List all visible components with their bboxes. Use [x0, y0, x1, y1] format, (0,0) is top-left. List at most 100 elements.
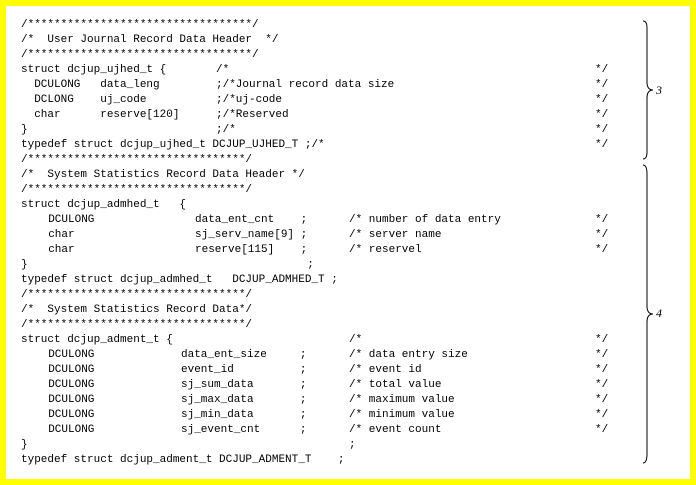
code-segment: char: [35, 229, 75, 241]
code-segment: struct dcjup_adment_t {: [21, 334, 173, 346]
code-segment: /* maximum value: [349, 394, 455, 406]
code-segment: DCULONG data_leng: [21, 79, 160, 91]
code-line: DCULONG data_ent_cnt ; /* number of data e…: [21, 213, 631, 228]
code-line: typedef struct dcjup_ujhed_t DCJUP_UJHED…: [21, 138, 631, 153]
code-segment: */: [595, 124, 609, 136]
code-line: /*********************************/: [21, 153, 631, 168]
code-segment: /* User Journal Record Data Header */: [21, 34, 279, 46]
code-line: typedef struct dcjup_adment_t DCJUP_ADME…: [21, 453, 631, 468]
brace-group-3: [642, 20, 656, 160]
code-segment: char: [35, 244, 75, 256]
code-segment: DCULONG: [35, 364, 95, 376]
code-segment: sj_min_data ;: [181, 409, 307, 421]
code-segment: char reserve[120]: [21, 109, 180, 121]
code-segment: }: [21, 124, 28, 136]
code-segment: */: [595, 334, 609, 346]
label-3: 3: [656, 83, 662, 97]
code-segment: /* System Statistics Record Data Header …: [21, 169, 305, 181]
code-segment: */: [595, 349, 609, 361]
code-segment: DCULONG: [35, 394, 95, 406]
code-segment: /* reservel: [349, 244, 422, 256]
code-line: DCULONG event_id ; /* event id */: [21, 363, 631, 378]
code-line: struct dcjup_admhed_t {: [21, 198, 631, 213]
code-segment: sj_sum_data ;: [181, 379, 307, 391]
code-line: DCLONG uj_code ;/*uj-code */: [21, 93, 631, 108]
code-line: typedef struct dcjup_admhed_t DCJUP_ADMH…: [21, 273, 631, 288]
code-segment: */: [595, 364, 609, 376]
code-segment: */: [595, 94, 609, 106]
code-segment: /*: [349, 334, 363, 346]
code-segment: sj_max_data ;: [181, 394, 307, 406]
code-segment: data_ent_cnt ;: [195, 214, 308, 226]
code-line: };: [21, 438, 631, 453]
code-line: /*********************************/: [21, 288, 631, 303]
code-segment: ;/*uj-code: [216, 94, 283, 106]
label-4: 4: [656, 306, 662, 320]
code-line: } ;: [21, 258, 631, 273]
code-line: char sj_serv_name[9] ; /* server name */: [21, 228, 631, 243]
code-line: struct dcjup_ujhed_t { /* */: [21, 63, 631, 78]
code-segment: }: [21, 259, 28, 271]
code-line: DCULONG sj_min_data ; /* minimum value */: [21, 408, 631, 423]
code-line: struct dcjup_adment_t { /* */: [21, 333, 631, 348]
code-line: /* System Statistics Record Data Header …: [21, 168, 631, 183]
code-segment: */: [595, 64, 609, 76]
code-segment: */: [595, 139, 609, 151]
code-segment: typedef struct dcjup_adment_t DCJUP_ADME…: [21, 454, 345, 466]
code-segment: /* number of data entry: [349, 214, 501, 226]
code-segment: */: [595, 409, 609, 421]
code-segment: ;: [349, 439, 356, 451]
code-segment: ;/*Reserved: [216, 109, 289, 121]
code-listing: /**********************************//* U…: [21, 18, 631, 478]
code-segment: /* event count: [349, 424, 442, 436]
code-line: /* User Journal Record Data Header */: [21, 33, 631, 48]
code-segment: */: [595, 229, 609, 241]
code-segment: event_id ;: [181, 364, 307, 376]
code-segment: /**********************************/: [21, 49, 259, 61]
code-segment: DCLONG uj_code: [21, 94, 147, 106]
code-segment: DCULONG: [35, 409, 95, 421]
code-line: } ;/* */: [21, 123, 631, 138]
code-segment: typedef struct dcjup_admhed_t DCJUP_ADMH…: [21, 274, 338, 286]
code-segment: /* total value: [349, 379, 442, 391]
code-segment: reserve[115] ;: [195, 244, 308, 256]
code-segment: DCULONG: [35, 379, 95, 391]
code-line: /*********************************/: [21, 318, 631, 333]
code-segment: typedef struct dcjup_ujhed_t DCJUP_UJHED…: [21, 139, 325, 151]
code-segment: sj_event_cnt ;: [181, 424, 307, 436]
code-line: DCULONG data_ent_size ; /* data entry size…: [21, 348, 631, 363]
code-segment: */: [595, 379, 609, 391]
code-segment: ;/*: [216, 124, 236, 136]
code-segment: ;: [195, 259, 314, 271]
code-segment: */: [595, 109, 609, 121]
code-segment: /*: [216, 64, 230, 76]
code-line: DCULONG data_leng;/*Journal record data …: [21, 78, 631, 93]
code-segment: /* data entry size: [349, 349, 468, 361]
code-line: DCULONG sj_sum_data ; /* total value */: [21, 378, 631, 393]
code-segment: /* minimum value: [349, 409, 455, 421]
code-line: DCULONG sj_max_data ; /* maximum value */: [21, 393, 631, 408]
code-segment: sj_serv_name[9] ;: [195, 229, 308, 241]
code-segment: */: [595, 424, 609, 436]
code-segment: DCULONG: [35, 349, 95, 361]
code-segment: /*********************************/: [21, 154, 253, 166]
code-segment: */: [595, 79, 609, 91]
code-line: char reserve[120] ;/*Reserved */: [21, 108, 631, 123]
code-segment: struct dcjup_ujhed_t {: [21, 64, 167, 76]
code-segment: /* server name: [349, 229, 442, 241]
code-segment: /*********************************/: [21, 319, 253, 331]
code-segment: */: [595, 244, 609, 256]
code-segment: DCULONG: [35, 214, 95, 226]
code-line: /**********************************/: [21, 48, 631, 63]
code-line: /**********************************/: [21, 18, 631, 33]
code-line: /*********************************/: [21, 183, 631, 198]
brace-group-4: [642, 164, 656, 464]
code-line: /* System Statistics Record Data*/: [21, 303, 631, 318]
code-segment: data_ent_size ;: [181, 349, 307, 361]
code-segment: /* System Statistics Record Data*/: [21, 304, 253, 316]
code-segment: */: [595, 394, 609, 406]
code-segment: */: [595, 214, 609, 226]
code-segment: /* event id: [349, 364, 422, 376]
